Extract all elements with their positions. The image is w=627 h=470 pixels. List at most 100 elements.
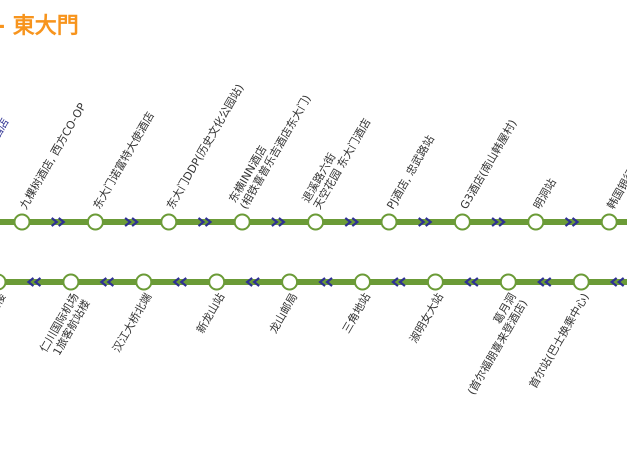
station-marker (208, 273, 226, 291)
station-label: 汉江大桥北端 (109, 291, 154, 355)
chevron-icon (33, 277, 42, 287)
station-marker (354, 273, 371, 291)
direction-arrow-left (536, 277, 552, 287)
chevron-icon (464, 277, 472, 287)
chevron-icon (106, 277, 115, 287)
chevron-icon (471, 277, 479, 287)
direction-arrow-left (245, 277, 260, 287)
station-label-line: G3酒店(南山韩屋村) (457, 117, 520, 212)
chevron-icon (498, 217, 506, 227)
chevron-icon (99, 277, 108, 287)
direction-arrow-left (391, 277, 406, 287)
station-marker (62, 273, 80, 291)
station-label-line: 龙山邮局 (267, 291, 300, 336)
station-label-line: 淑明女大站 (406, 291, 446, 346)
chevron-icon (278, 217, 286, 227)
direction-arrow-left (99, 277, 115, 287)
direction-arrow-right (491, 217, 506, 227)
direction-arrow-right (271, 217, 286, 227)
station-label: 首尔站(巴士换乘中心) (526, 291, 592, 391)
chevron-icon (51, 217, 59, 227)
direction-arrow-right (344, 217, 360, 227)
station-label: 明洞站 (530, 176, 559, 212)
station-label: 东横INN酒店(相铁喜普乐吉酒店东大门) (225, 86, 313, 212)
chevron-icon (491, 217, 499, 227)
station-marker (453, 213, 471, 231)
chevron-icon (179, 277, 187, 287)
station-label: 2航站楼 (0, 291, 9, 333)
chevron-icon (325, 277, 333, 287)
chevron-icon (536, 277, 545, 287)
station-label-line: 韩国银行 (604, 166, 627, 211)
direction-arrow-left (464, 277, 479, 287)
chevron-icon (58, 217, 66, 227)
station-marker (307, 213, 325, 231)
station-label-line: PJ酒店, 忠武路站 (383, 133, 437, 212)
station-label: PJ酒店, 忠武路站 (383, 133, 437, 212)
station-marker (160, 213, 178, 231)
station-marker (499, 273, 517, 291)
chevron-icon (398, 277, 406, 287)
chevron-icon (609, 277, 618, 287)
direction-arrow-right (564, 217, 580, 227)
station-label: 龙山邮局 (267, 291, 300, 336)
chevron-icon (26, 277, 35, 287)
station-marker (572, 273, 590, 291)
station-label: 三角地站 (339, 291, 373, 336)
direction-arrow-right (51, 217, 66, 227)
chevron-icon (418, 217, 426, 227)
station-label: 葛月洞(首尔福朋喜来登酒店) (454, 291, 530, 397)
station-label-line: 首尔站(巴士换乘中心) (526, 291, 592, 391)
station-marker (13, 213, 31, 231)
station-marker (380, 213, 398, 231)
station-label-line: 新龙山站 (193, 291, 227, 336)
route-title: - 東大門 (0, 14, 79, 39)
direction-arrow-right (197, 217, 213, 227)
chevron-icon (245, 277, 253, 287)
station-label: G3酒店(南山韩屋村) (457, 117, 520, 212)
station-label: 退溪路六街天空花园 东大门酒店 (299, 109, 374, 211)
station-label: 东大门诺富特大使酒店 (90, 109, 157, 211)
chevron-icon (571, 217, 580, 227)
station-label: 淑明女大站 (406, 291, 446, 346)
chevron-icon (318, 277, 326, 287)
chevron-icon (564, 217, 573, 227)
station-label-line: 九棵树酒店, 西方CO-OP (16, 100, 88, 211)
station-label-line: 明洞站 (530, 176, 559, 212)
direction-arrow-left (318, 277, 333, 287)
direction-arrow-right (124, 217, 139, 227)
direction-arrow-left (609, 277, 625, 287)
chevron-icon (616, 277, 625, 287)
chevron-icon (351, 217, 360, 227)
chevron-icon (391, 277, 399, 287)
station-marker (0, 273, 7, 291)
chevron-icon (124, 217, 132, 227)
station-marker (135, 273, 153, 291)
station-marker (281, 273, 299, 291)
station-marker (426, 273, 444, 291)
chevron-icon (271, 217, 279, 227)
station-marker (600, 213, 618, 231)
chevron-icon (252, 277, 260, 287)
chevron-icon (197, 217, 206, 227)
chevron-icon (344, 217, 353, 227)
chevron-icon (543, 277, 552, 287)
direction-arrow-right (418, 217, 433, 227)
station-marker (527, 213, 545, 231)
partial-station-label: 酒店 (0, 115, 12, 141)
direction-arrow-left (172, 277, 187, 287)
station-marker (86, 213, 104, 231)
chevron-icon (131, 217, 139, 227)
station-label-line: 东大门诺富特大使酒店 (90, 109, 157, 211)
station-label-line: 汉江大桥北端 (109, 291, 154, 355)
direction-arrow-left (26, 277, 42, 287)
station-label: 九棵树酒店, 西方CO-OP (16, 100, 88, 211)
chevron-icon (425, 217, 433, 227)
station-label-line: 2航站楼 (0, 291, 9, 333)
station-label: 韩国银行 (604, 166, 627, 211)
chevron-icon (204, 217, 213, 227)
station-label: 新龙山站 (193, 291, 227, 336)
station-marker (233, 213, 251, 231)
chevron-icon (172, 277, 180, 287)
